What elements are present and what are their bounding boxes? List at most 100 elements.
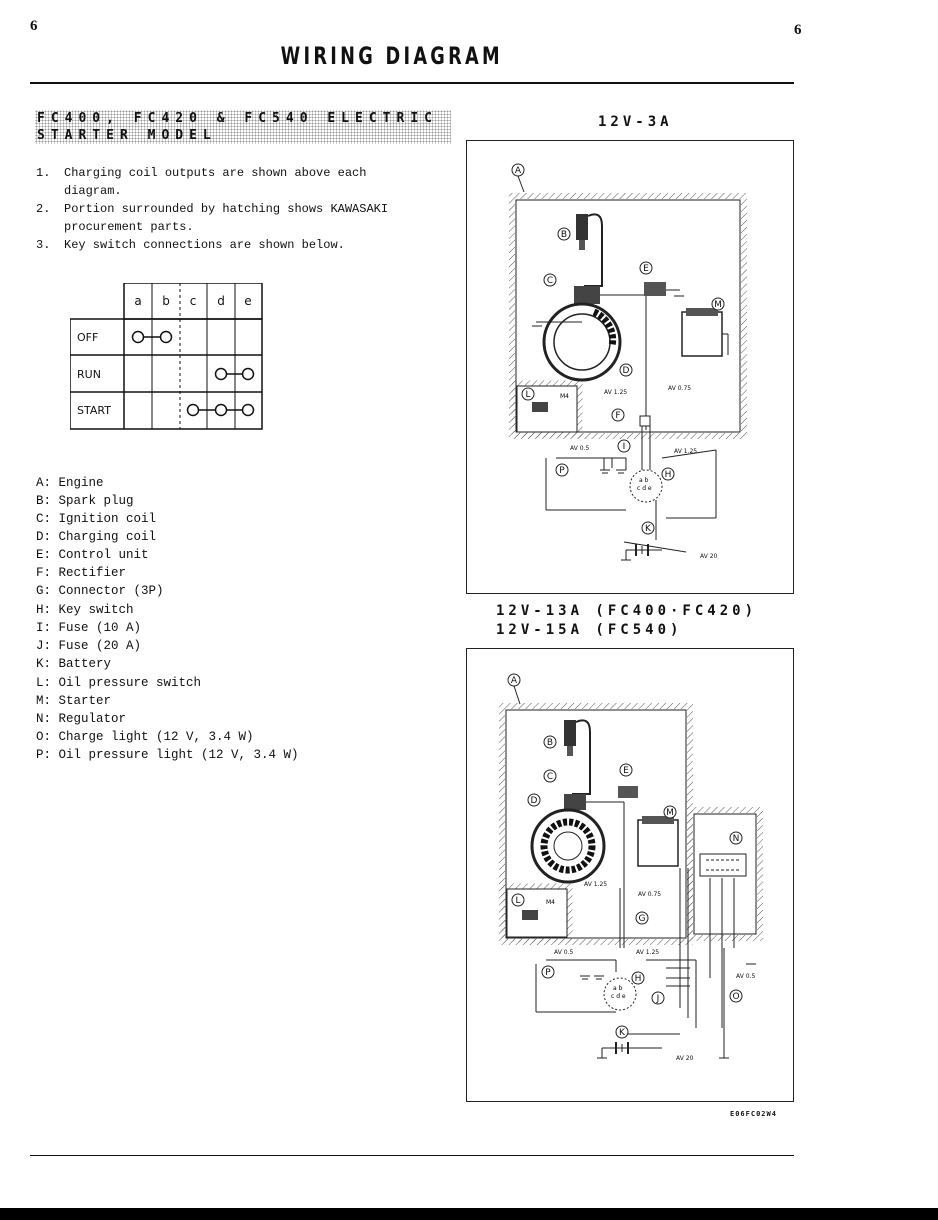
svg-text:O: O — [732, 992, 739, 1002]
svg-text:H: H — [665, 470, 672, 480]
legend-item: A: Engine — [36, 476, 104, 490]
callout-n: N — [729, 831, 743, 845]
legend-item: M: Starter — [36, 694, 112, 708]
svg-text:M: M — [714, 300, 722, 310]
callout-d: D — [619, 363, 633, 377]
callout-l: L — [511, 893, 525, 907]
header-rule — [30, 82, 794, 84]
starter-motor — [681, 308, 729, 357]
ground-symbols — [532, 295, 684, 474]
starter-motor — [637, 816, 679, 867]
page-number-left: 6 — [30, 18, 38, 34]
rectifier — [639, 415, 651, 427]
flywheel-charging-coil — [530, 808, 606, 884]
contact-circle — [131, 330, 145, 344]
contact-circle — [186, 403, 200, 417]
svg-text:A: A — [515, 166, 522, 176]
flywheel-charging-coil — [542, 302, 622, 382]
table-col-header: e — [244, 294, 251, 308]
wiring-harness — [545, 426, 717, 553]
legend-item: H: Key switch — [36, 603, 134, 617]
svg-text:L: L — [515, 896, 520, 906]
wiring-diagram-1: M4 a b c d e AV 1.25 — [466, 140, 794, 594]
wire-label: AV 0.5 — [736, 973, 755, 980]
svg-text:N: N — [733, 834, 740, 844]
note-item: 3. Key switch connections are shown belo… — [0, 236, 440, 256]
legend-item: G: Connector (3P) — [36, 584, 164, 598]
table-col-header: b — [162, 294, 170, 308]
wiring-diagram-2: M4 a b c d e — [466, 648, 794, 1102]
table-col-header: c — [190, 294, 197, 308]
callout-h: H — [631, 971, 645, 985]
table-row-label: START — [77, 404, 111, 417]
note-item: 2. Portion surrounded by hatching shows … — [0, 200, 440, 240]
callout-f: F — [611, 408, 625, 422]
wire-label: AV 0.5 — [570, 445, 589, 452]
wire-label: AV 0.75 — [638, 891, 661, 898]
note-text: Portion surrounded by hatching shows KAW… — [64, 202, 389, 234]
svg-text:H: H — [635, 974, 642, 984]
svg-text:C: C — [547, 772, 553, 782]
legend-item: E: Control unit — [36, 548, 149, 562]
note-item: 1. Charging coil outputs are shown above… — [0, 164, 440, 204]
svg-text:F: F — [615, 411, 620, 421]
callout-c: C — [543, 769, 557, 783]
wire-label: AV 20 — [676, 1055, 694, 1062]
legend-item: C: Ignition coil — [36, 512, 157, 526]
callout-c: C — [543, 273, 557, 287]
page-title: WIRING DIAGRAM — [280, 42, 503, 70]
wiring-harness — [535, 801, 735, 1058]
svg-text:D: D — [623, 366, 630, 376]
key-switch-table: a b c d e OFF RUN START — [70, 283, 263, 430]
callout-o: O — [729, 989, 743, 1003]
table-col-header: a — [134, 294, 141, 308]
table-col-header: d — [217, 294, 225, 308]
diagram-2-label-line-1: 12V-13A (FC400·FC420) — [496, 603, 758, 619]
svg-text:A: A — [511, 676, 518, 686]
wire-label: AV 1.25 — [604, 389, 627, 396]
diagram-1-label: 12V-3A — [598, 114, 673, 130]
legend-item: F: Rectifier — [36, 566, 127, 580]
legend-item: D: Charging coil — [36, 530, 157, 544]
callout-m: M — [711, 297, 725, 311]
callout-g: G — [635, 911, 649, 925]
svg-text:M: M — [666, 808, 674, 818]
svg-text:D: D — [531, 796, 538, 806]
callout-p: P — [541, 965, 555, 979]
legend-item: J: Fuse (20 A) — [36, 639, 142, 653]
svg-text:c d e: c d e — [611, 993, 626, 1000]
callout-i: I — [617, 439, 631, 453]
regulator — [699, 853, 747, 877]
ground-symbols — [580, 963, 756, 1059]
legend-item: L: Oil pressure switch — [36, 676, 202, 690]
note-number: 1. — [36, 166, 51, 180]
page-number-right: 6 — [794, 22, 802, 38]
wire-label: AV 1.25 — [674, 448, 697, 455]
wire-label: AV 20 — [700, 553, 718, 560]
battery — [597, 1042, 662, 1059]
note-number: 2. — [36, 202, 51, 216]
wire-label: AV 0.5 — [554, 949, 573, 956]
table-row-label: OFF — [77, 331, 98, 344]
svg-text:c d e: c d e — [637, 485, 652, 492]
svg-text:K: K — [619, 1028, 626, 1038]
callout-e: E — [639, 261, 653, 275]
callout-k: K — [615, 1025, 629, 1039]
table-row-label: RUN — [77, 368, 101, 381]
switch-mark-label: M4 — [546, 899, 555, 906]
legend-item: B: Spark plug — [36, 494, 134, 508]
callout-b: B — [543, 735, 557, 749]
svg-text:J: J — [656, 994, 660, 1004]
wire-label: AV 1.25 — [584, 881, 607, 888]
contact-circle — [241, 367, 255, 381]
spark-plug — [576, 213, 603, 287]
note-text: Charging coil outputs are shown above ea… — [64, 166, 367, 198]
svg-text:G: G — [639, 914, 646, 924]
contact-circle — [214, 367, 228, 381]
svg-text:a b: a b — [639, 477, 649, 484]
callout-a: A — [511, 163, 525, 193]
ignition-coil — [564, 794, 586, 810]
ignition-coil — [574, 286, 600, 304]
note-number: 3. — [36, 238, 51, 252]
legend-item: I: Fuse (10 A) — [36, 621, 142, 635]
